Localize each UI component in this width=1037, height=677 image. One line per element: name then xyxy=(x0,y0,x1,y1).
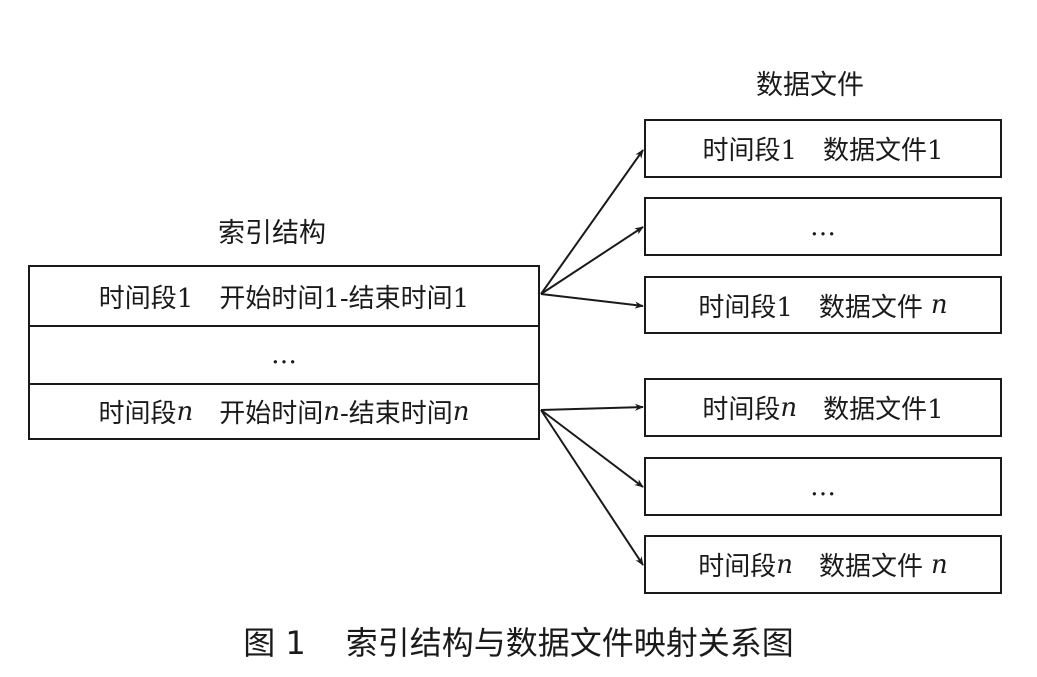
index-row-n-range-prefix: 开始时间 xyxy=(219,399,324,429)
file-box-3-file-var: n xyxy=(930,290,948,320)
data-file-box-5: … xyxy=(644,457,1002,516)
data-file-box-1: 时间段1 数据文件1 xyxy=(644,119,1002,178)
file-box-5-ellipsis: … xyxy=(810,471,836,502)
index-row-1: 时间段1 开始时间1-结束时间1 xyxy=(30,267,538,325)
file-box-1-segment: 时间段1 xyxy=(702,136,797,166)
arrow-rown-to-file1 xyxy=(540,403,644,411)
index-row-1-range: 开始时间1-结束时间1 xyxy=(219,283,470,314)
index-row-n-range-var-1: n xyxy=(323,396,340,427)
figure-title: 索引结构与数据文件映射关系图 xyxy=(345,624,794,662)
data-file-box-2: … xyxy=(644,197,1002,256)
data-files-heading: 数据文件 xyxy=(756,70,864,101)
file-box-6-segment-prefix: 时间段 xyxy=(698,552,777,582)
index-row-ellipsis: … xyxy=(30,325,538,383)
arrow-rown-to-filen xyxy=(540,409,644,566)
file-box-3-file-prefix: 数据文件 xyxy=(818,292,923,323)
figure-caption: 图 1 索引结构与数据文件映射关系图 xyxy=(0,618,1037,664)
file-box-6-segment-var: n xyxy=(776,549,793,580)
index-row-n-segment-prefix: 时间段 xyxy=(98,399,177,429)
file-box-4-segment-var: n xyxy=(780,392,798,423)
index-row-1-segment: 时间段1 xyxy=(98,283,194,314)
file-box-1-file: 数据文件1 xyxy=(823,136,944,166)
index-row-n-range-var-2: n xyxy=(452,396,470,427)
index-structure-heading: 索引结构 xyxy=(218,218,326,249)
index-row-n-segment-var: n xyxy=(176,396,194,427)
figure-number: 图 1 xyxy=(243,624,306,662)
file-box-2-ellipsis: … xyxy=(810,211,836,242)
arrow-row1-to-file1 xyxy=(540,149,644,295)
file-box-3-segment: 时间段1 xyxy=(698,292,793,323)
file-box-6-file-var: n xyxy=(931,549,948,580)
arrow-row1-to-ellipsis xyxy=(540,226,644,295)
index-row-n-range-mid: -结束时间 xyxy=(339,399,453,429)
file-box-6-file-prefix: 数据文件 xyxy=(819,552,924,582)
arrow-row1-to-filen xyxy=(540,293,644,309)
file-box-4-segment-prefix: 时间段 xyxy=(702,395,781,425)
arrow-rown-to-ellipsis xyxy=(540,409,644,488)
index-ellipsis: … xyxy=(271,340,297,370)
file-box-4-file: 数据文件1 xyxy=(823,395,944,425)
